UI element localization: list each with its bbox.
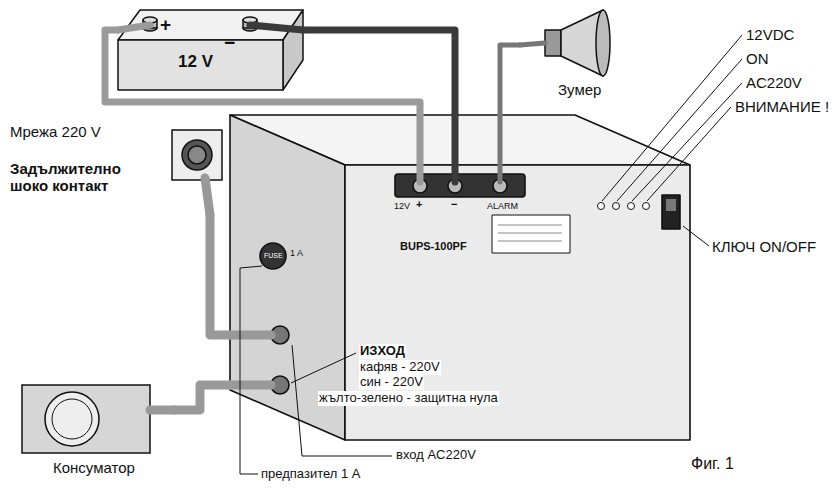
terminal-strip: [395, 174, 525, 197]
wire-color-note: кафяв - 220V: [359, 360, 441, 375]
rating-plate: [492, 215, 570, 253]
led: [598, 203, 605, 210]
indicator-label: ВНИМАНИЕ !: [734, 98, 830, 115]
plus-wire: [105, 30, 420, 115]
switch-label: КЛЮЧ ON/OFF: [711, 238, 817, 255]
battery: [118, 10, 303, 90]
battery-top: [118, 10, 303, 40]
fuse-label: FUSE: [264, 252, 283, 260]
note: Задължително шоко контакт: [10, 160, 142, 195]
plate-line: [498, 241, 562, 242]
battery-front: [118, 40, 283, 90]
leader-line: [240, 266, 262, 474]
fuse-label: предпазител 1 A: [260, 467, 361, 482]
output-cable: [175, 385, 230, 410]
consumer-dial: [52, 399, 92, 439]
model-name: BUPS-100PF: [400, 240, 467, 253]
fuse-holder: [260, 243, 286, 269]
switch-rocker: [666, 199, 676, 211]
plate-line: [498, 233, 562, 234]
mains-cable-end: [230, 331, 271, 340]
output-cable-end: [230, 381, 271, 390]
plus-wire-end: [118, 25, 150, 30]
plate-line: [498, 225, 562, 226]
wall-socket: [172, 130, 222, 180]
buzzer: [545, 10, 610, 76]
buzzer-mouth: [596, 10, 610, 76]
leader-line: [683, 226, 709, 246]
leader-line: [291, 353, 356, 383]
input-label: вход AC220V: [395, 448, 477, 463]
output-label: ИЗХОД: [359, 344, 406, 359]
voltage-label: 12 V: [178, 52, 213, 72]
leader-line: [632, 83, 742, 201]
terminal-label: ALARM: [487, 201, 518, 211]
ups-housing: [230, 115, 690, 440]
consumer: Консуматор: [15, 380, 175, 485]
socket-face: [182, 140, 212, 170]
part-name: Консуматор: [53, 459, 135, 476]
minus-wire-end: [250, 25, 303, 30]
buzzer: Зумер: [520, 5, 630, 105]
consumer-body: [22, 385, 150, 453]
terminal-label: −: [451, 198, 457, 211]
terminal-label: 12V: [394, 201, 410, 211]
consumer: [22, 385, 150, 453]
plug: [188, 146, 206, 164]
leader-line: [602, 35, 742, 201]
indicator-label: AC220V: [745, 74, 803, 91]
mains-cable-end: [205, 178, 210, 215]
plus-wire-end: [417, 115, 424, 182]
indicator-label: 12VDC: [745, 26, 795, 43]
minus-wire: [303, 30, 455, 115]
buzzer-wire-end: [520, 43, 545, 45]
leader-line: [647, 107, 731, 201]
fuse-rating: 1 A: [290, 248, 303, 258]
wall-socket: Мрежа 220 V Задължително шоко контакт: [5, 120, 230, 215]
power-switch: [662, 195, 680, 229]
battery-side: [283, 10, 303, 90]
part-name: Мрежа 220 V: [10, 123, 101, 140]
indicator-label: ON: [745, 50, 770, 67]
alarm-wire: [500, 45, 520, 115]
minus-wire-end: [452, 115, 459, 182]
terminal-label: +: [416, 198, 422, 211]
mains-cable: [210, 215, 230, 335]
wire-color-note: син - 220V: [359, 375, 424, 390]
led: [628, 203, 635, 210]
buzzer-wire-end: [498, 115, 503, 182]
leader-line: [617, 59, 742, 201]
polarity-mark: −: [224, 32, 235, 54]
polarity-mark: +: [160, 14, 171, 36]
cable-ends: [118, 25, 545, 410]
wire-color-note: жълто-зелено - защитна нула: [318, 391, 499, 406]
consumer-dial: [45, 392, 99, 446]
led: [613, 203, 620, 210]
socket-plate: [172, 130, 222, 180]
led: [643, 203, 650, 210]
part-name: Зумер: [558, 81, 601, 98]
battery: + −12 V: [118, 10, 303, 90]
figure-caption: Фиг. 1: [690, 455, 735, 473]
